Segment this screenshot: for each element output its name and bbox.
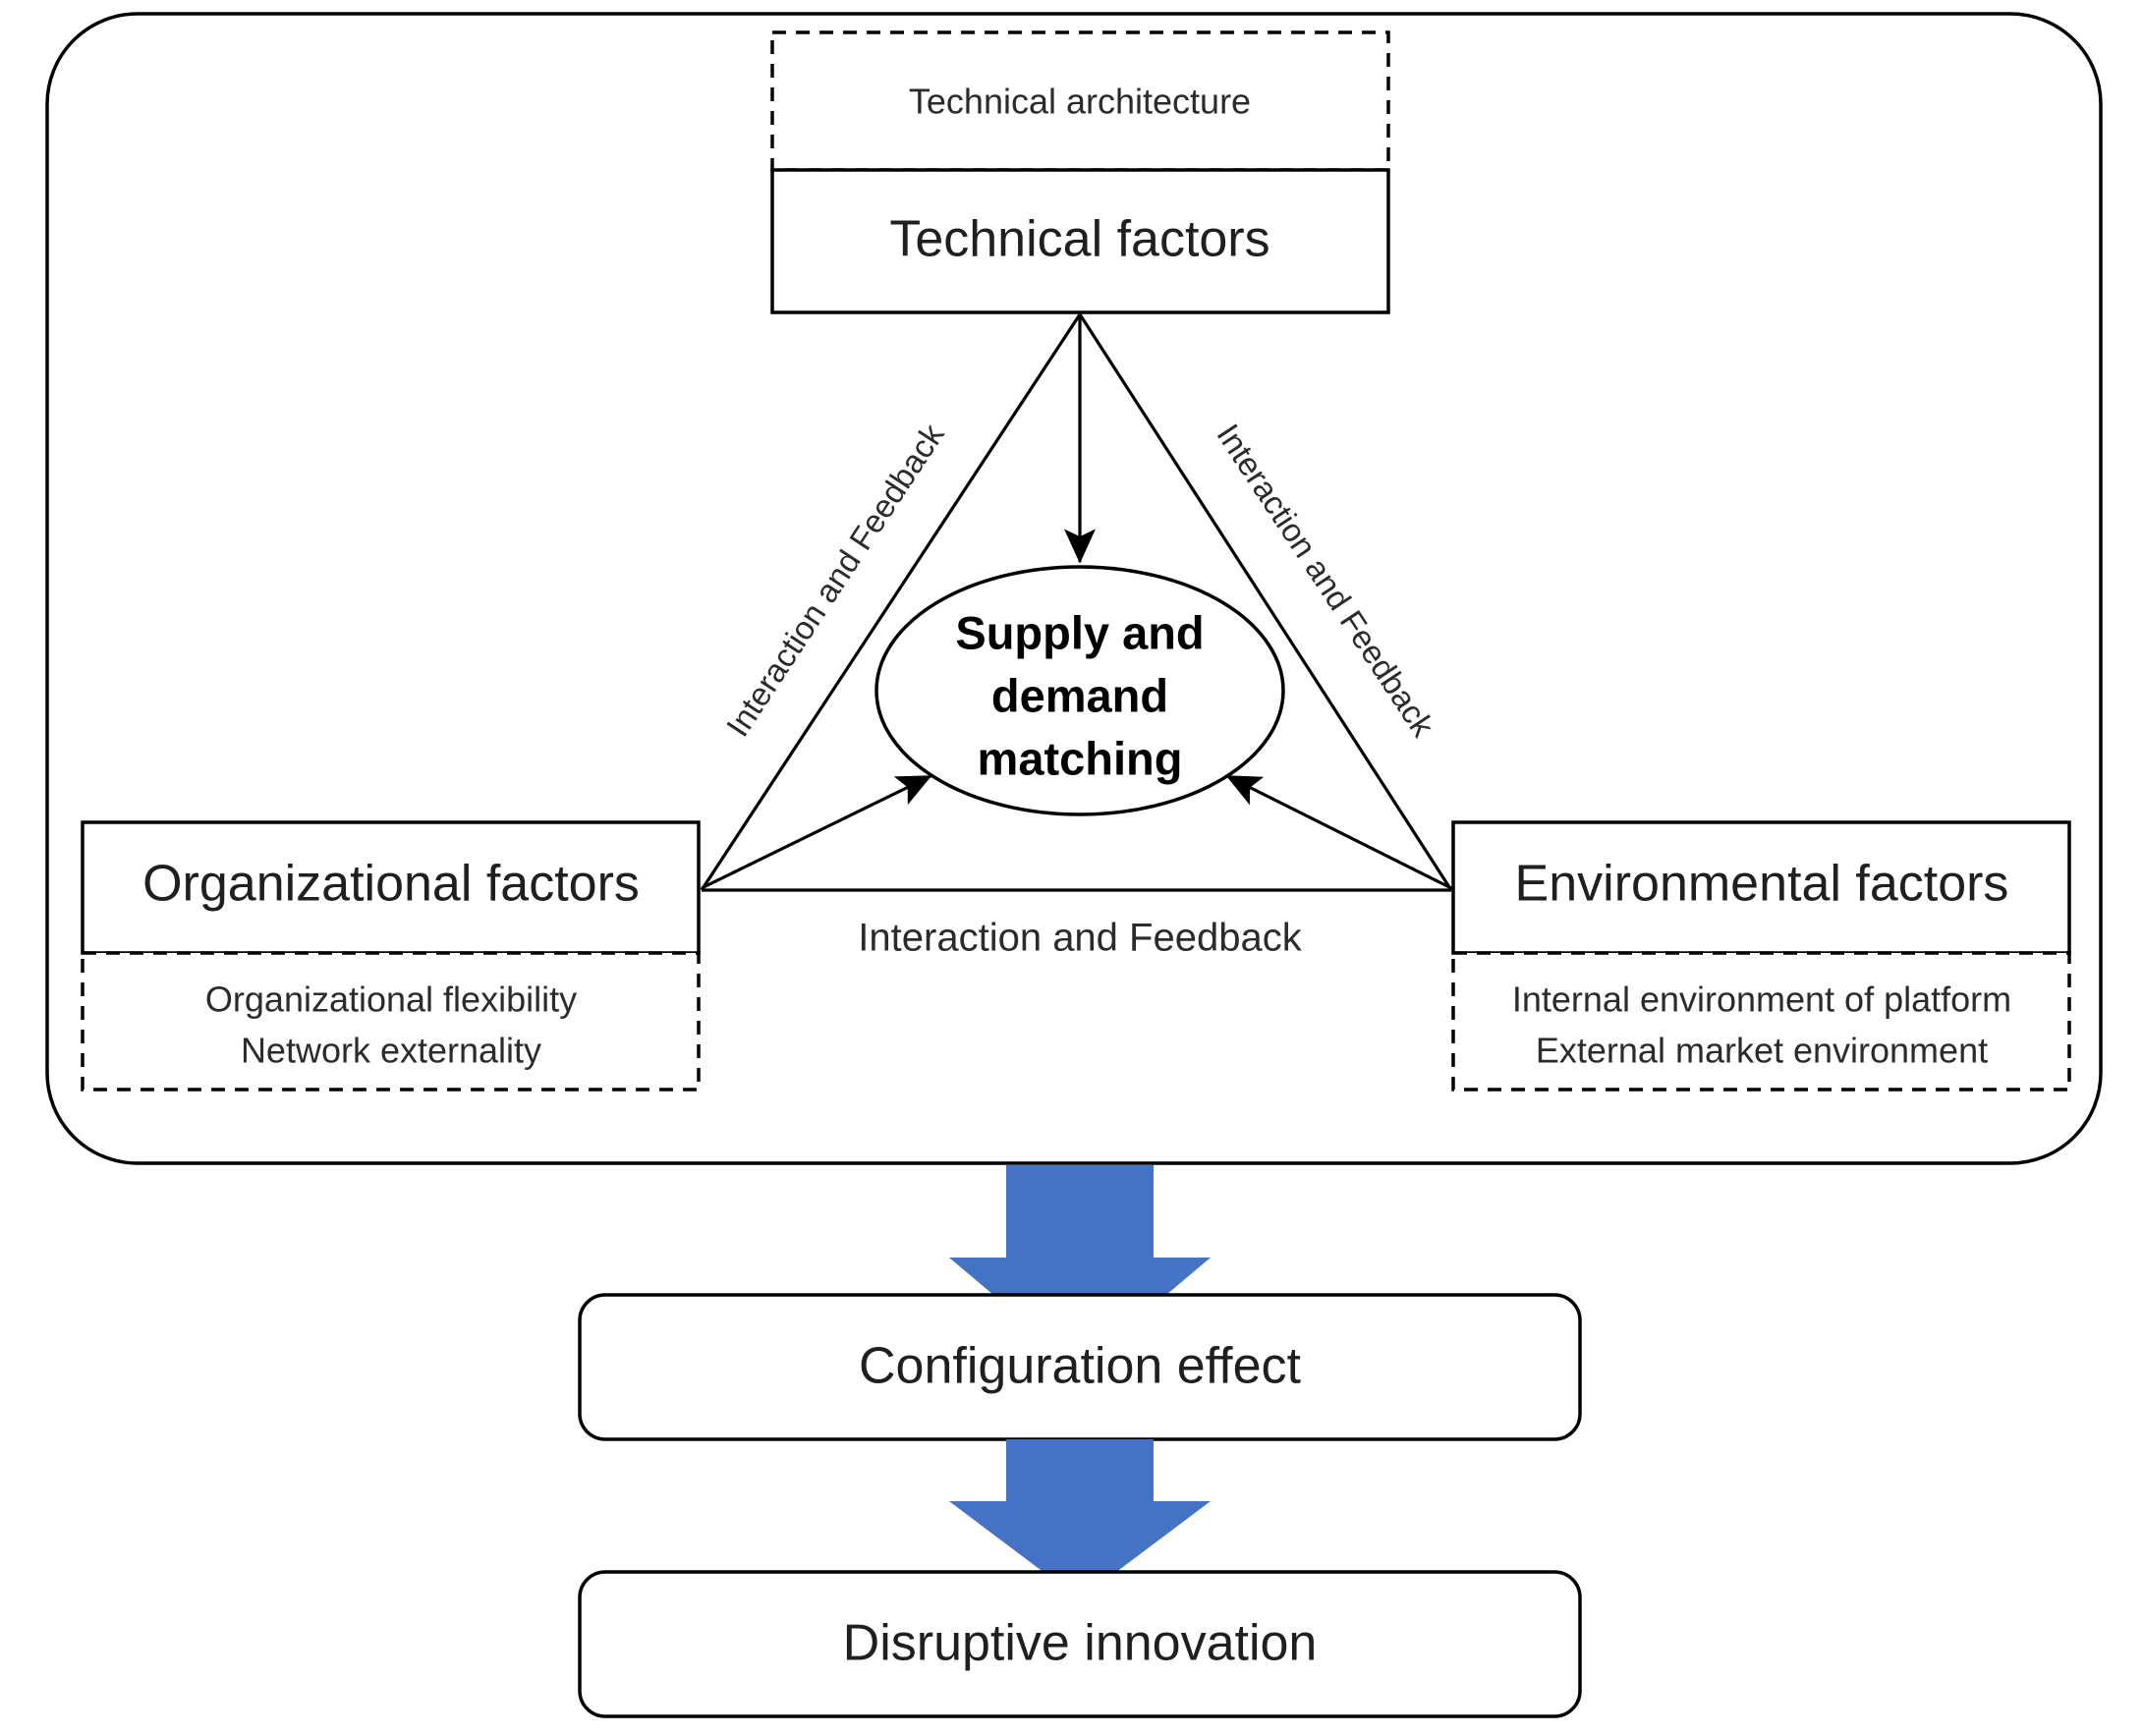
environmental-attributes-box — [1451, 951, 2071, 1092]
center-label-line-1: Supply and — [955, 606, 1204, 658]
edge-label-bottom-horizontal: Interaction and Feedback — [858, 917, 1302, 960]
center-label-line-2: demand — [991, 669, 1168, 721]
supply-demand-matching-ellipse — [874, 565, 1285, 816]
environmental-factors-box — [1451, 820, 2071, 955]
technical-architecture-box — [770, 30, 1390, 172]
arrow-environmental-to-center — [1225, 774, 1452, 890]
configuration-effect-label: Configuration effect — [859, 1338, 1302, 1395]
edge-technical-environmental — [1078, 313, 1453, 891]
disruptive-innovation-box — [578, 1570, 1582, 1718]
environmental-attribute-2: External market environment — [1536, 1031, 1988, 1071]
arrow-organizational-to-center — [701, 774, 932, 890]
environmental-factors-label: Environmental factors — [1515, 856, 2009, 913]
organizational-factors-label: Organizational factors — [142, 856, 640, 913]
edge-technical-organizational — [700, 313, 1082, 891]
disruptive-innovation-label: Disruptive innovation — [843, 1615, 1318, 1672]
environmental-attribute-1: Internal environment of platform — [1512, 980, 2011, 1020]
technical-architecture-label: Technical architecture — [909, 82, 1251, 122]
technical-factors-label: Technical factors — [889, 211, 1269, 268]
organizational-factors-box — [81, 820, 701, 955]
flow-arrow-1 — [949, 1165, 1211, 1368]
organizational-attributes-box — [81, 951, 701, 1092]
technical-factors-box — [770, 168, 1390, 314]
center-label-line-3: matching — [978, 732, 1183, 784]
organizational-attribute-2: Network externality — [241, 1031, 541, 1071]
flow-arrow-2 — [949, 1439, 1211, 1599]
organizational-attribute-1: Organizational flexibility — [205, 980, 577, 1020]
